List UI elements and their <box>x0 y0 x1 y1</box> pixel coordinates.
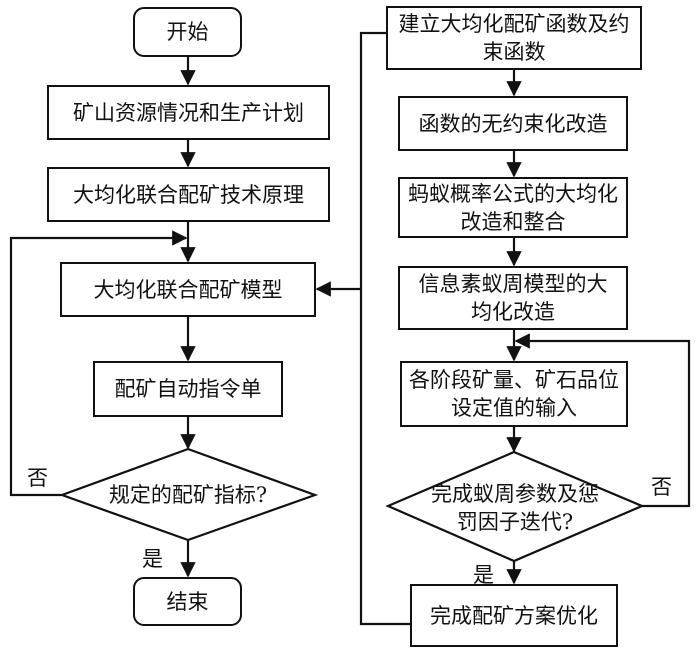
decision-diamond-right <box>385 450 645 563</box>
process-build-functions-label: 建立大均化配矿函数及约束函数 <box>398 12 630 64</box>
arrow-decision-no-loop <box>9 230 188 497</box>
process-resource-plan: 矿山资源情况和生产计划 <box>47 85 330 140</box>
process-model: 大均化联合配矿模型 <box>60 262 316 317</box>
process-principle: 大均化联合配矿技术原理 <box>47 167 330 222</box>
end-terminal: 结束 <box>133 577 242 626</box>
process-pheromone-model: 信息素蚁周模型的大均化改造 <box>398 266 628 330</box>
process-final-optimization-label: 完成配矿方案优化 <box>430 603 598 628</box>
process-ant-probability-label: 蚂蚁概率公式的大均化改造和整合 <box>408 181 618 234</box>
process-principle-label: 大均化联合配矿技术原理 <box>73 182 304 207</box>
arrow-right-decision-no-loop <box>514 333 691 508</box>
process-ant-probability: 蚂蚁概率公式的大均化改造和整合 <box>398 177 628 238</box>
decision-left-yes-label: 是 <box>142 547 163 571</box>
process-pheromone-model-label: 信息素蚁周模型的大均化改造 <box>418 272 608 324</box>
decision-left-label: 规定的配矿指标? <box>108 483 268 507</box>
process-resource-plan-label: 矿山资源情况和生产计划 <box>73 100 304 125</box>
decision-diamond-left <box>58 447 319 542</box>
decision-right-yes-label: 是 <box>473 563 494 587</box>
process-order: 配矿自动指令单 <box>93 361 283 417</box>
decision-left-no-label: 否 <box>27 466 48 490</box>
process-unconstrained: 函数的无约束化改造 <box>398 96 628 151</box>
process-build-functions: 建立大均化配矿函数及约束函数 <box>386 6 642 70</box>
start-terminal: 开始 <box>133 7 242 57</box>
process-final-optimization: 完成配矿方案优化 <box>410 584 618 647</box>
process-setpoint-input: 各阶段矿量、矿石品位设定值的输入 <box>400 361 628 427</box>
arrow-right-column-to-model <box>359 31 410 626</box>
start-label: 开始 <box>166 20 209 44</box>
decision-right-label: 完成蚁周参数及惩罚因子迭代? <box>431 482 599 534</box>
process-order-label: 配矿自动指令单 <box>114 377 262 401</box>
process-model-label: 大均化联合配矿模型 <box>93 277 283 302</box>
end-label: 结束 <box>166 589 209 614</box>
decision-right-no-label: 否 <box>651 475 672 499</box>
process-setpoint-input-label: 各阶段矿量、矿石品位设定值的输入 <box>409 368 619 420</box>
process-unconstrained-label: 函数的无约束化改造 <box>418 111 608 136</box>
